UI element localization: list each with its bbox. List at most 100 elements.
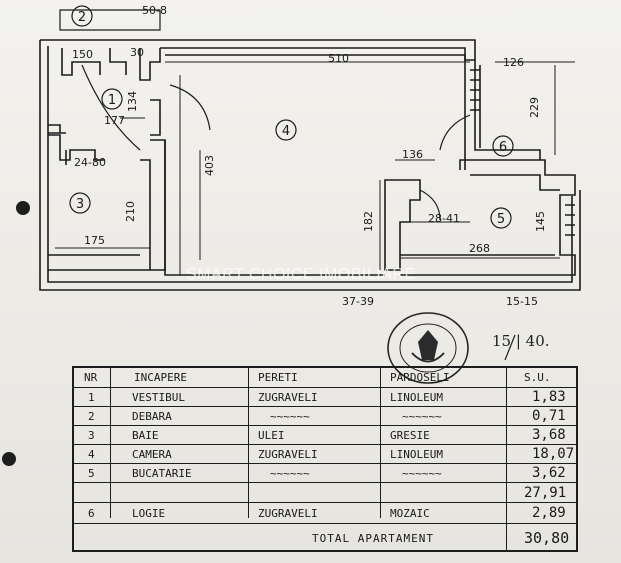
row-area: 18,07	[532, 446, 575, 462]
header-walls: PERETI	[258, 371, 298, 384]
row-room: LOGIE	[132, 506, 166, 520]
row-floor: ~~~~~~	[402, 466, 442, 480]
header-nr: NR	[84, 371, 98, 384]
page-divider	[504, 334, 516, 361]
row-walls: ~~~~~~	[270, 409, 310, 423]
dim-126: 126	[503, 56, 524, 69]
top-note: 50-8	[142, 4, 167, 17]
table-row: 5 BUCATARIE ~~~~~~ ~~~~~~ 3,62	[74, 464, 576, 483]
total-area: 30,80	[524, 529, 570, 547]
dim-403: 403	[203, 155, 216, 176]
row-floor: LINOLEUM	[390, 390, 443, 404]
dim-15-15: 15-15	[506, 295, 538, 308]
wall-room4	[164, 54, 466, 276]
window-hatch	[470, 69, 575, 236]
door-swing-vestibul	[81, 64, 141, 151]
row-walls: ~~~~~~	[270, 466, 310, 480]
table-row: 3 BAIE ULEI GRESIE 3,68	[74, 426, 576, 445]
wall-kitchen	[384, 179, 421, 271]
row-nr: 1	[88, 390, 95, 404]
subtotal-area: 27,91	[524, 484, 567, 501]
dim-30: 30	[130, 46, 144, 59]
room-marker-4	[275, 119, 297, 141]
room-marker-5	[490, 207, 512, 229]
wall-vestibul	[61, 48, 161, 81]
cadastre-stamp	[387, 312, 469, 384]
row-area: 1,83	[532, 389, 566, 405]
table-row: 4 CAMERA ZUGRAVELI LINOLEUM 18,07	[74, 445, 576, 464]
outer-wall-inner	[47, 46, 573, 283]
header-floor: PARDOSELI	[390, 371, 450, 384]
row-room: BAIE	[132, 428, 159, 442]
room-marker-1	[101, 88, 123, 110]
row-nr: 6	[88, 506, 95, 520]
rooms-table: NR INCAPERE PERETI PARDOSELI S.U. 1 VEST…	[72, 366, 578, 552]
wall-bath	[48, 134, 151, 271]
table-row: 2 DEBARA ~~~~~~ ~~~~~~ 0,71	[74, 407, 576, 426]
dim-136: 136	[402, 148, 423, 161]
dim-24-80: 24-80	[74, 156, 106, 169]
room-number-3: 3	[76, 197, 84, 212]
row-nr: 4	[88, 447, 95, 461]
dim-210: 210	[124, 201, 137, 222]
dim-182: 182	[362, 211, 375, 232]
dim-134: 134	[126, 91, 139, 112]
dim-229: 229	[528, 97, 541, 118]
watermark: SMART CHOICE IMOBILIARE	[186, 266, 416, 283]
row-room: CAMERA	[132, 447, 172, 461]
row-area: 0,71	[532, 408, 566, 424]
row-floor: ~~~~~~	[402, 409, 442, 423]
page-reference: 15 | 40.	[492, 332, 550, 350]
dim-510: 510	[328, 52, 349, 65]
room-number-2: 2	[78, 10, 86, 25]
row-area: 3,68	[532, 427, 566, 443]
row-nr: 5	[88, 466, 95, 480]
dim-37-39: 37-39	[342, 295, 374, 308]
row-walls: ZUGRAVELI	[258, 447, 318, 461]
table-total-row: TOTAL APARTAMENT 30,80	[74, 524, 576, 552]
wall-vestibul-bottom	[48, 99, 161, 136]
row-nr: 3	[88, 428, 95, 442]
dim-150: 150	[72, 48, 93, 61]
binder-hole-top	[16, 201, 30, 215]
door-swing-kitchen	[419, 189, 441, 221]
row-floor: LINOLEUM	[390, 447, 443, 461]
row-walls: ULEI	[258, 428, 285, 442]
room-marker-2	[71, 5, 93, 27]
dim-268: 268	[469, 242, 490, 255]
row-floor: MOZAIC	[390, 506, 430, 520]
room-marker-6	[492, 135, 514, 157]
row-walls: ZUGRAVELI	[258, 506, 318, 520]
row-room: DEBARA	[132, 409, 172, 423]
door-swing-logia	[439, 114, 471, 151]
row-nr: 2	[88, 409, 95, 423]
room-marker-3	[69, 192, 91, 214]
room-number-4: 4	[282, 124, 290, 139]
table-row: 6 LOGIE ZUGRAVELI MOZAIC 2,89	[74, 503, 576, 524]
total-label: TOTAL APARTAMENT	[312, 531, 434, 545]
room-number-6: 6	[499, 140, 507, 155]
row-floor: GRESIE	[390, 428, 430, 442]
row-room: VESTIBUL	[132, 390, 185, 404]
room-number-5: 5	[497, 212, 505, 227]
table-row: 1 VESTIBUL ZUGRAVELI LINOLEUM 1,83	[74, 388, 576, 407]
row-room: BUCATARIE	[132, 466, 192, 480]
wall-kitchen-inner	[400, 174, 560, 256]
dim-175: 175	[84, 234, 105, 247]
binder-hole-bottom	[2, 452, 16, 466]
door-swing-room4	[169, 84, 211, 131]
room-number-1: 1	[108, 93, 116, 108]
dim-28-41: 28-41	[428, 212, 460, 225]
table-header-row: NR INCAPERE PERETI PARDOSELI S.U.	[74, 368, 576, 388]
wall-kitchen-right	[400, 159, 576, 276]
row-area: 2,89	[532, 505, 566, 521]
dimension-lines	[55, 61, 575, 275]
table-subtotal-row: 27,91	[74, 483, 576, 503]
wall-logia	[474, 60, 541, 160]
dim-145: 145	[534, 211, 547, 232]
dim-177: 177	[104, 114, 125, 127]
legend-frame	[59, 9, 161, 31]
header-area: S.U.	[524, 371, 551, 384]
